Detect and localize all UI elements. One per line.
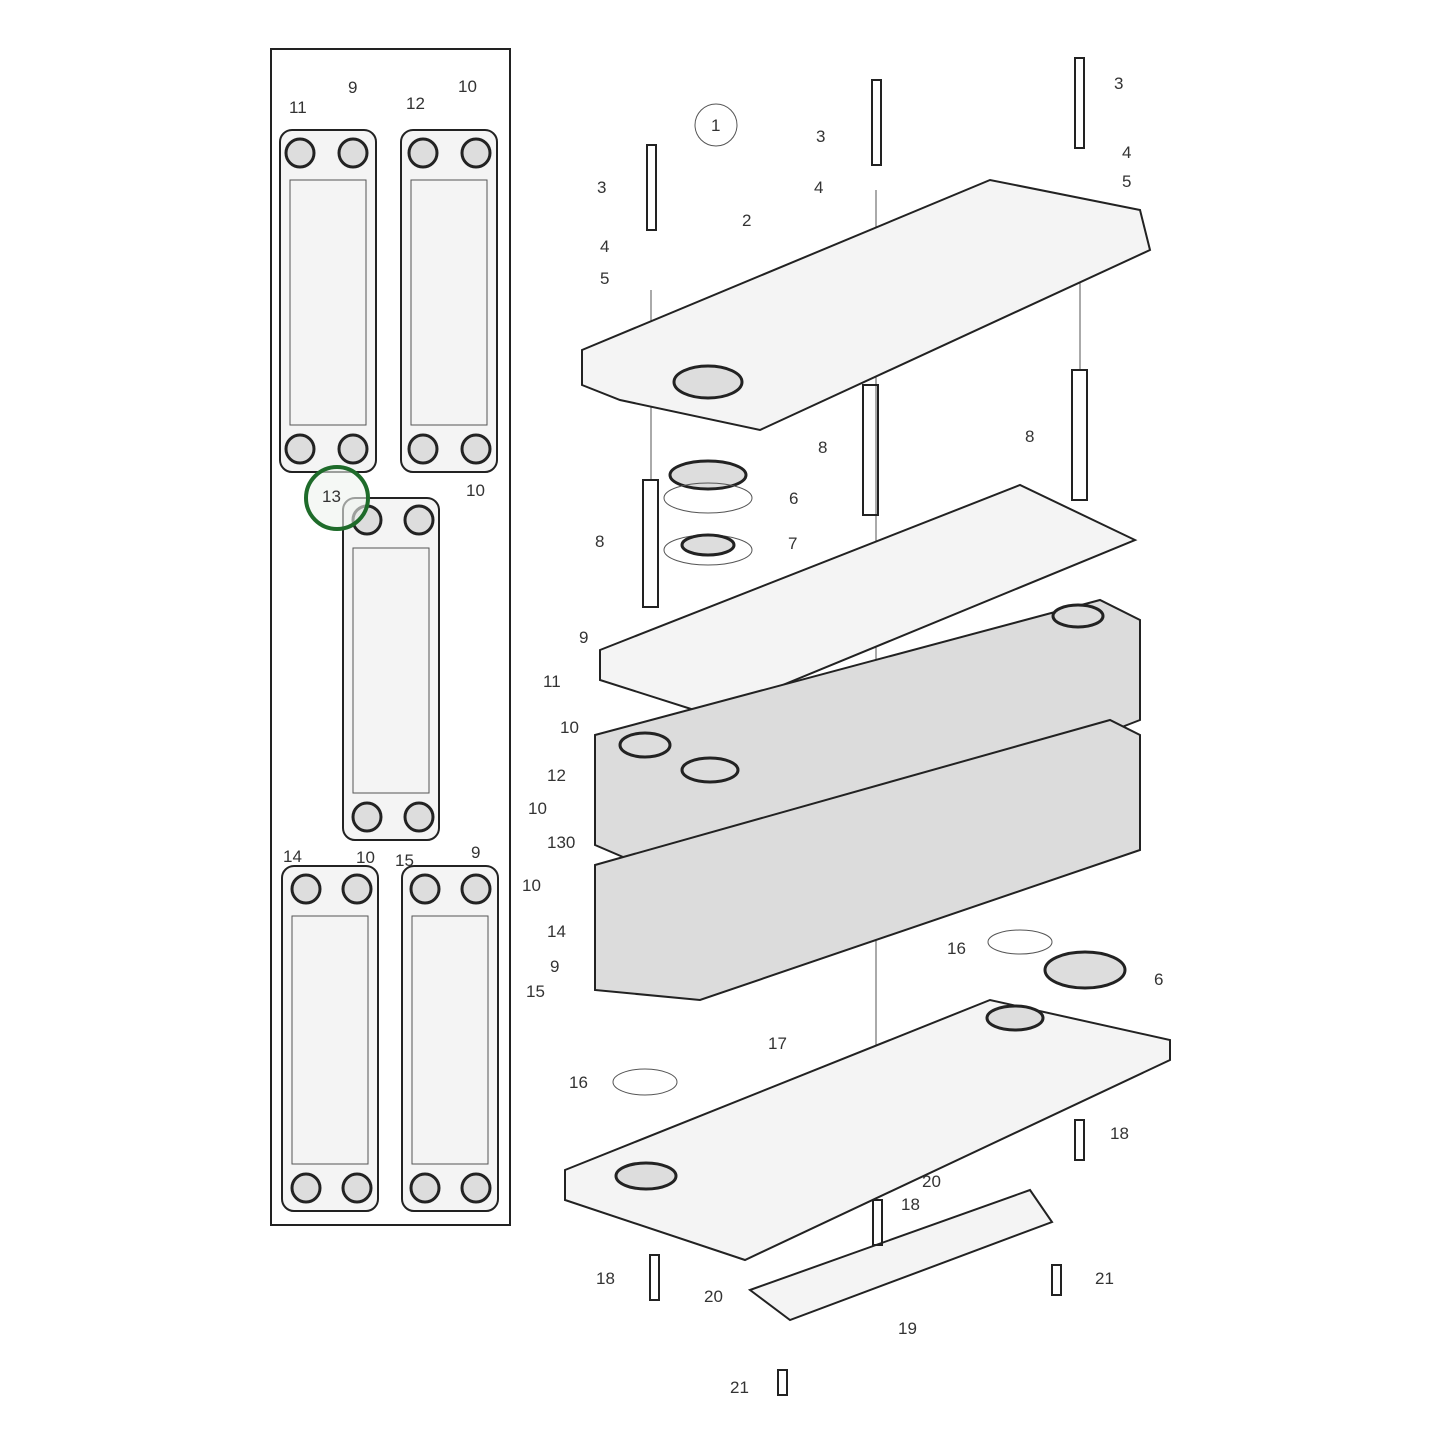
callout-label: 10 xyxy=(560,718,579,737)
callout-label: 9 xyxy=(550,957,559,976)
label: 15 xyxy=(395,851,414,870)
label: 12 xyxy=(406,94,425,113)
callout-label: 16 xyxy=(947,939,966,958)
callout-label: 9 xyxy=(579,628,588,647)
callout-label: 3 xyxy=(816,127,825,146)
o-ring xyxy=(987,929,1053,955)
callout-label: 16 xyxy=(569,1073,588,1092)
label: 9 xyxy=(471,843,480,862)
frame-plate xyxy=(564,998,1171,1262)
label: 11 xyxy=(289,98,307,117)
callout-label: 14 xyxy=(547,922,566,941)
callout-label: 8 xyxy=(1025,427,1034,446)
guide-bar xyxy=(642,479,659,608)
label: 14 xyxy=(283,847,302,866)
top-pressure-plate xyxy=(581,178,1152,432)
callout-label: 20 xyxy=(922,1172,941,1191)
callout-label: 6 xyxy=(1154,970,1163,989)
callout-label: 3 xyxy=(1114,74,1123,93)
callout-label: 21 xyxy=(730,1378,749,1397)
guide-bar xyxy=(1071,369,1088,501)
callout-label: 3 xyxy=(597,178,606,197)
callout-label: 12 xyxy=(547,766,566,785)
plate-11 xyxy=(279,129,377,473)
plate-variants-panel xyxy=(270,48,511,1226)
label: 10 xyxy=(356,848,375,867)
plate-13 xyxy=(342,497,440,841)
screws xyxy=(649,1119,1085,1396)
highlight-circle xyxy=(304,465,370,531)
label: 9 xyxy=(348,78,357,97)
guide-bar xyxy=(862,384,879,516)
cover-plate xyxy=(747,1188,1054,1322)
callout-label: 17 xyxy=(768,1034,787,1053)
callout-label: 18 xyxy=(596,1269,615,1288)
callout-label: 4 xyxy=(600,237,609,256)
callout-label: 20 xyxy=(704,1287,723,1306)
o-ring xyxy=(612,1068,678,1096)
callout-label: 10 xyxy=(522,876,541,895)
callout-label: 5 xyxy=(600,269,609,288)
gasket-plate xyxy=(599,483,1138,717)
callout-label: 21 xyxy=(1095,1269,1114,1288)
callout-label: 15 xyxy=(526,982,545,1001)
port-sleeve xyxy=(1043,950,1127,990)
label: 10 xyxy=(466,481,485,500)
callout-label: 6 xyxy=(789,489,798,508)
plate-15 xyxy=(401,865,499,1212)
callout-label: 18 xyxy=(1110,1124,1129,1143)
callout-label: 2 xyxy=(742,211,751,230)
port-sleeve xyxy=(668,459,748,491)
view-marker xyxy=(694,103,738,147)
view-marker-label: 1 xyxy=(711,116,720,135)
callout-label: 11 xyxy=(543,672,561,691)
callout-label: 7 xyxy=(788,534,797,553)
callout-label: 10 xyxy=(528,799,547,818)
callout-label: 4 xyxy=(1122,143,1131,162)
plate-pack-lower xyxy=(594,718,1141,1002)
callouts: 3 3 3 4 4 4 5 5 2 8 8 8 6 7 9 11 10 12 1… xyxy=(522,74,1163,1397)
callout-label: 130 xyxy=(547,833,575,852)
callout-label: 18 xyxy=(901,1195,920,1214)
callout-label: 5 xyxy=(1122,172,1131,191)
plate-12 xyxy=(400,129,498,473)
callout-label: 8 xyxy=(818,438,827,457)
label: 10 xyxy=(458,77,477,96)
plate-pack-upper xyxy=(594,598,1141,892)
plate-14 xyxy=(281,865,379,1212)
highlighted-label[interactable]: 13 xyxy=(322,487,341,506)
callout-label: 8 xyxy=(595,532,604,551)
callout-label: 19 xyxy=(898,1319,917,1338)
callout-label: 4 xyxy=(814,178,823,197)
